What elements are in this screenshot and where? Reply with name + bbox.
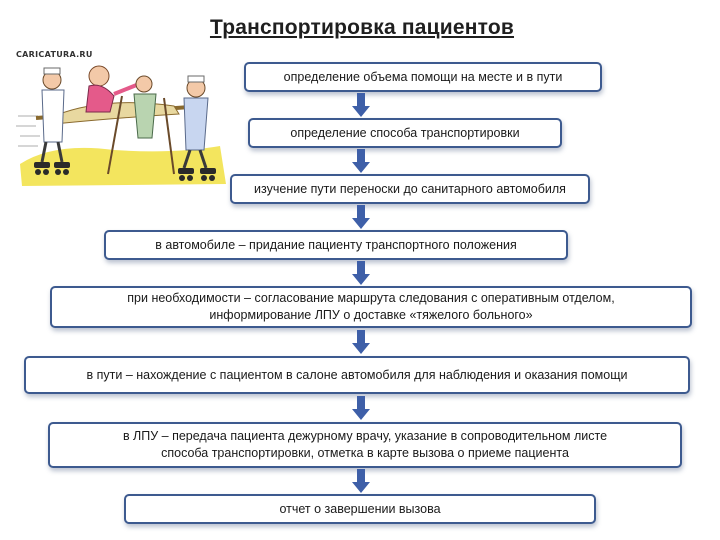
step-box-7: в ЛПУ – передача пациента дежурному врач… [48, 422, 682, 468]
step-box-8: отчет о завершении вызова [124, 494, 596, 524]
step-1-text: определение объема помощи на месте и в п… [283, 69, 563, 84]
step-7-text-line-2: способа транспортировки, отметка в карте… [161, 446, 569, 460]
down-arrow-icon [352, 330, 370, 354]
step-box-5: при необходимости – согласование маршрут… [50, 286, 692, 328]
page-title: Транспортировка пациентов [209, 16, 515, 39]
illustration-logo: CARICATURA.RU [16, 50, 93, 59]
step-box-6: в пути – нахождение с пациентом в салоне… [24, 356, 690, 394]
step-4-text: в автомобиле – придание пациенту транспо… [155, 237, 517, 252]
down-arrow-icon [352, 261, 370, 285]
step-5-text-line-2: информирование ЛПУ о доставке «тяжелого … [209, 308, 533, 322]
step-box-2: определение способа транспортировки [248, 118, 562, 148]
stretcher-cartoon-illustration [16, 65, 226, 186]
step-box-4: в автомобиле – придание пациенту транспо… [104, 230, 568, 260]
step-2-text: определение способа транспортировки [290, 125, 520, 140]
step-5-text-line-1: при необходимости – согласование маршрут… [127, 291, 615, 305]
down-arrow-icon [352, 396, 370, 420]
step-3-text: изучение пути переноски до санитарного а… [254, 181, 566, 196]
step-box-3: изучение пути переноски до санитарного а… [230, 174, 590, 204]
down-arrow-icon [352, 205, 370, 229]
step-8-text: отчет о завершении вызова [279, 501, 441, 516]
down-arrow-icon [352, 93, 370, 117]
step-box-1: определение объема помощи на месте и в п… [244, 62, 602, 92]
step-7-text-line-1: в ЛПУ – передача пациента дежурному врач… [122, 429, 608, 443]
down-arrow-icon [352, 149, 370, 173]
step-6-text: в пути – нахождение с пациентом в салоне… [86, 367, 628, 382]
down-arrow-icon [352, 469, 370, 493]
